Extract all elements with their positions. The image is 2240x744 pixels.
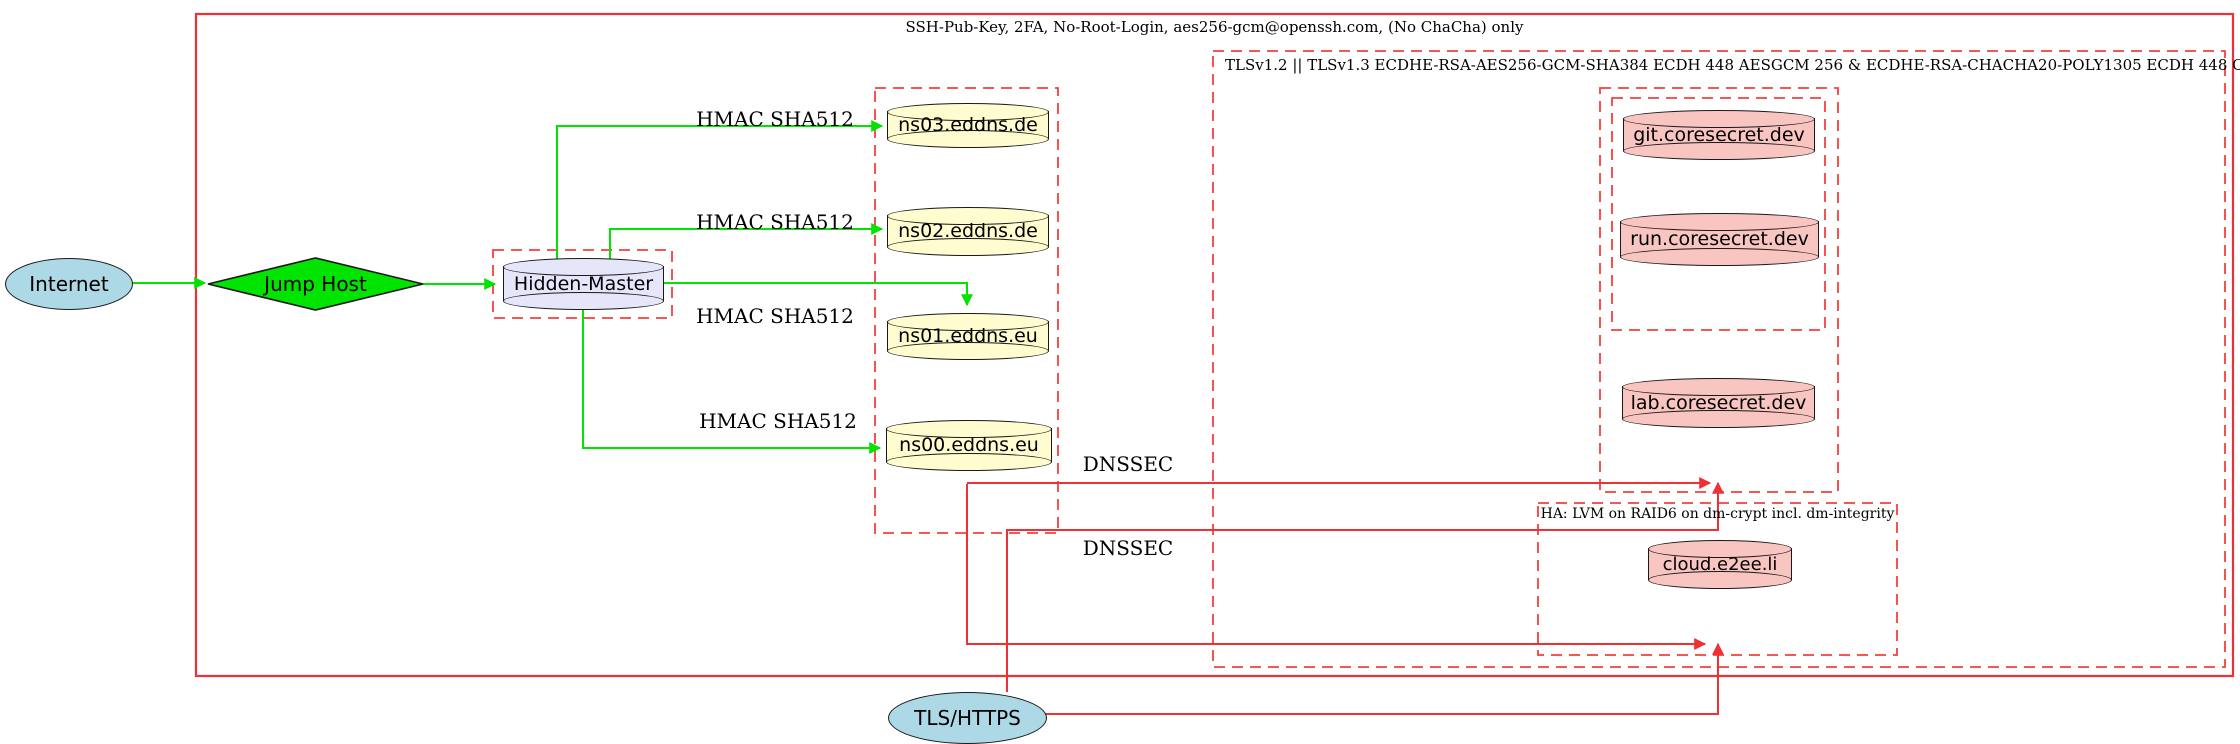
tls-https-node: TLS/HTTPS (888, 692, 1047, 744)
ha-boundary-label: HA: LVM on RAID6 on dm-crypt incl. dm-in… (1540, 506, 1895, 522)
cloud-e2ee-node: cloud.e2ee.li (1647, 540, 1793, 589)
jump-host-node-label: Jump Host (264, 272, 367, 296)
hmac-label-ns01: HMAC SHA512 (696, 304, 854, 328)
git-coresecret-node-label: git.coresecret.dev (1633, 123, 1805, 146)
jump-host-node: Jump Host (208, 258, 423, 310)
lab-coresecret-node: lab.coresecret.dev (1621, 378, 1816, 428)
edge-hiddenmaster-to-ns00 (582, 309, 882, 454)
ssh-boundary-box (194, 12, 2235, 678)
cloud-e2ee-node-label: cloud.e2ee.li (1662, 553, 1778, 575)
dnssec-label-web: DNSSEC (1082, 452, 1174, 476)
run-coresecret-node: run.coresecret.dev (1619, 213, 1820, 266)
run-coresecret-node-label: run.coresecret.dev (1630, 228, 1809, 250)
hidden-master-node: Hidden-Master (502, 258, 665, 310)
ns00-node: ns00.eddns.eu (885, 420, 1053, 471)
edge-hiddenmaster-to-ns01 (662, 282, 973, 307)
ns01-node-label: ns01.eddns.eu (898, 325, 1038, 347)
web-cluster-inner-box (1611, 97, 1826, 331)
hmac-label-ns00: HMAC SHA512 (699, 409, 857, 433)
ssh-boundary-label: SSH-Pub-Key, 2FA, No-Root-Login, aes256-… (905, 18, 1524, 36)
hmac-label-ns02: HMAC SHA512 (696, 210, 854, 234)
git-coresecret-node: git.coresecret.dev (1622, 110, 1816, 160)
lab-coresecret-node-label: lab.coresecret.dev (1630, 391, 1807, 414)
ns02-node-label: ns02.eddns.de (898, 220, 1038, 242)
ns01-node: ns01.eddns.eu (886, 313, 1050, 360)
tls-boundary-label: TLSv1.2 || TLSv1.3 ECDHE-RSA-AES256-GCM-… (1225, 56, 2240, 74)
edge-tlshttps-to-ha (1045, 642, 1724, 715)
edge-ns-to-ha-dnssec (966, 484, 1707, 650)
internet-node-label: Internet (29, 272, 109, 296)
jump-host-diamond-shape (207, 257, 424, 311)
ns03-node: ns03.eddns.de (886, 103, 1050, 148)
edge-hiddenmaster-to-ns02 (609, 223, 884, 261)
ns02-node: ns02.eddns.de (886, 207, 1050, 256)
hidden-master-node-label: Hidden-Master (513, 272, 654, 295)
edge-hiddenmaster-to-ns03 (556, 120, 884, 261)
hmac-label-ns03: HMAC SHA512 (696, 107, 854, 131)
ns00-node-label: ns00.eddns.eu (899, 434, 1039, 456)
internet-node: Internet (5, 258, 133, 310)
edge-tlshttps-to-web (1006, 481, 1724, 692)
dnssec-label-ha: DNSSEC (1082, 536, 1174, 560)
ns-cluster-box (874, 87, 1059, 534)
tls-https-node-label: TLS/HTTPS (914, 706, 1021, 730)
ns03-node-label: ns03.eddns.de (898, 114, 1038, 136)
